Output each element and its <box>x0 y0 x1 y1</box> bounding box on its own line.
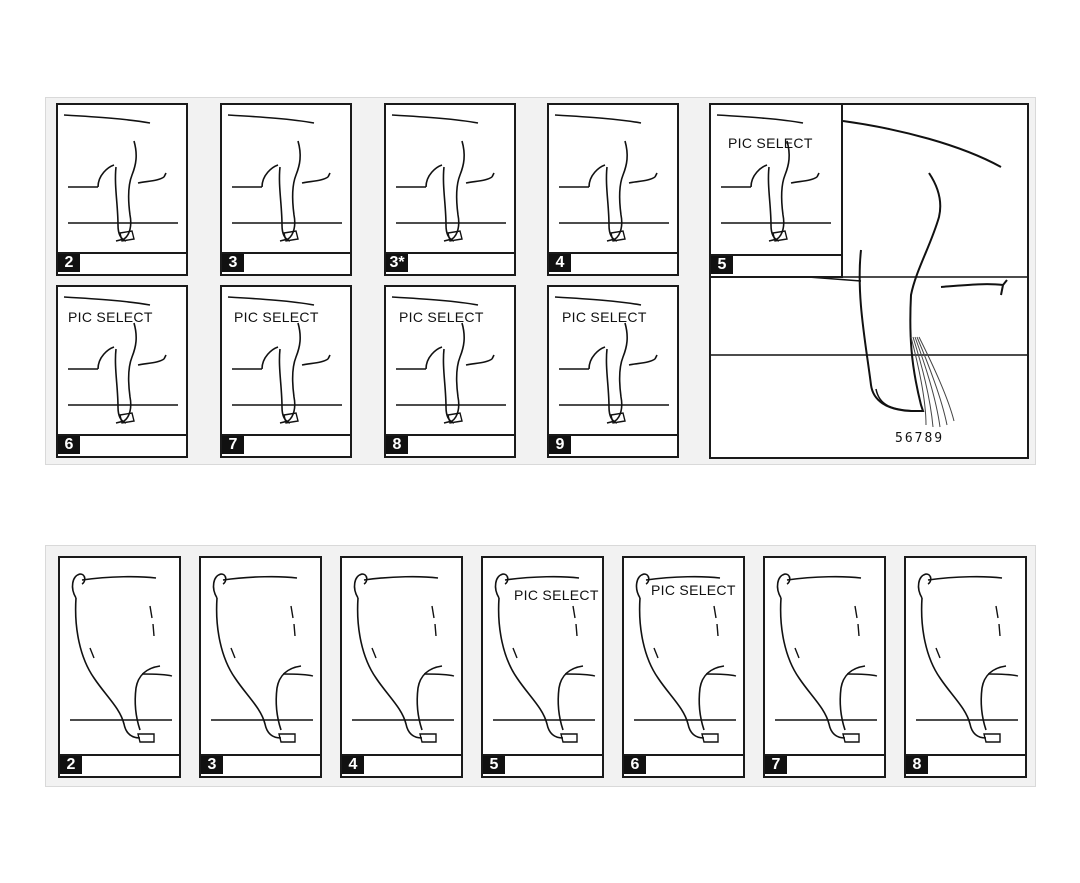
front-card-3: 3 <box>220 103 352 276</box>
pic-select-mark: PIC SELECT <box>399 309 484 325</box>
score-badge: 9 <box>549 436 571 454</box>
pic-select-mark: PIC SELECT <box>651 582 736 598</box>
pic-select-mark: PIC SELECT <box>514 587 599 603</box>
rear-leg-drawing <box>211 573 314 743</box>
rear-leg-drawing <box>352 573 455 743</box>
score-badge: 3* <box>386 254 408 272</box>
score-badge: 8 <box>386 436 408 454</box>
front-leg-drawing <box>227 114 342 242</box>
card-caption: 3* <box>386 252 514 274</box>
card-caption: 5 <box>711 254 841 276</box>
score-badge: 6 <box>58 436 80 454</box>
card-caption: 4 <box>549 252 677 274</box>
rear-leg-drawing <box>775 573 878 743</box>
card-caption: 6 <box>58 434 186 456</box>
front-leg-drawing <box>716 114 831 242</box>
pastern-scale-label: 56789 <box>895 431 945 446</box>
score-badge: 2 <box>60 756 82 774</box>
card-caption: 6 <box>624 754 743 776</box>
pic-select-mark: PIC SELECT <box>562 309 647 325</box>
card-caption: 2 <box>60 754 179 776</box>
card-caption: 3 <box>222 252 350 274</box>
rear-leg-drawing <box>70 573 173 743</box>
score-badge: 2 <box>58 254 80 272</box>
rear-card-4: 4 <box>340 556 463 778</box>
card-caption: 8 <box>906 754 1025 776</box>
rear-leg-drawing <box>634 573 737 743</box>
front-card-5: PIC SELECT 5 <box>711 105 843 278</box>
card-caption: 5 <box>483 754 602 776</box>
score-badge: 4 <box>549 254 571 272</box>
score-badge: 8 <box>906 756 928 774</box>
score-badge: 5 <box>483 756 505 774</box>
score-badge: 7 <box>222 436 244 454</box>
rear-card-5: PIC SELECT 5 <box>481 556 604 778</box>
score-badge: 5 <box>711 256 733 274</box>
front-leg-drawing <box>227 296 342 424</box>
front-card-4: 4 <box>547 103 679 276</box>
score-badge: 3 <box>222 254 244 272</box>
front-leg-drawing <box>554 296 669 424</box>
rear-card-2: 2 <box>58 556 181 778</box>
score-badge: 3 <box>201 756 223 774</box>
front-detail-card: PIC SELECT 5 56789 <box>709 103 1029 459</box>
pic-select-mark: PIC SELECT <box>234 309 319 325</box>
score-badge: 7 <box>765 756 787 774</box>
front-card-7: PIC SELECT 7 <box>220 285 352 458</box>
card-caption: 9 <box>549 434 677 456</box>
front-card-2: 2 <box>56 103 188 276</box>
rear-card-3: 3 <box>199 556 322 778</box>
front-card-6: PIC SELECT 6 <box>56 285 188 458</box>
front-leg-drawing <box>554 114 669 242</box>
pic-select-mark: PIC SELECT <box>728 135 813 151</box>
rear-card-6: PIC SELECT 6 <box>622 556 745 778</box>
pic-select-mark: PIC SELECT <box>68 309 153 325</box>
card-caption: 7 <box>222 434 350 456</box>
front-card-3star: 3* <box>384 103 516 276</box>
card-caption: 7 <box>765 754 884 776</box>
front-leg-drawing <box>391 296 506 424</box>
front-card-8: PIC SELECT 8 <box>384 285 516 458</box>
front-leg-drawing <box>391 114 506 242</box>
card-caption: 8 <box>386 434 514 456</box>
rear-card-8: 8 <box>904 556 1027 778</box>
card-caption: 4 <box>342 754 461 776</box>
front-leg-closeup-drawing <box>711 120 1027 428</box>
front-leg-drawing <box>63 114 178 242</box>
front-card-9: PIC SELECT 9 <box>547 285 679 458</box>
card-caption: 2 <box>58 252 186 274</box>
rear-leg-drawing <box>916 573 1019 743</box>
card-caption: 3 <box>201 754 320 776</box>
rear-leg-drawing <box>493 573 596 743</box>
score-badge: 4 <box>342 756 364 774</box>
front-leg-drawing <box>63 296 178 424</box>
score-badge: 6 <box>624 756 646 774</box>
rear-card-7: 7 <box>763 556 886 778</box>
